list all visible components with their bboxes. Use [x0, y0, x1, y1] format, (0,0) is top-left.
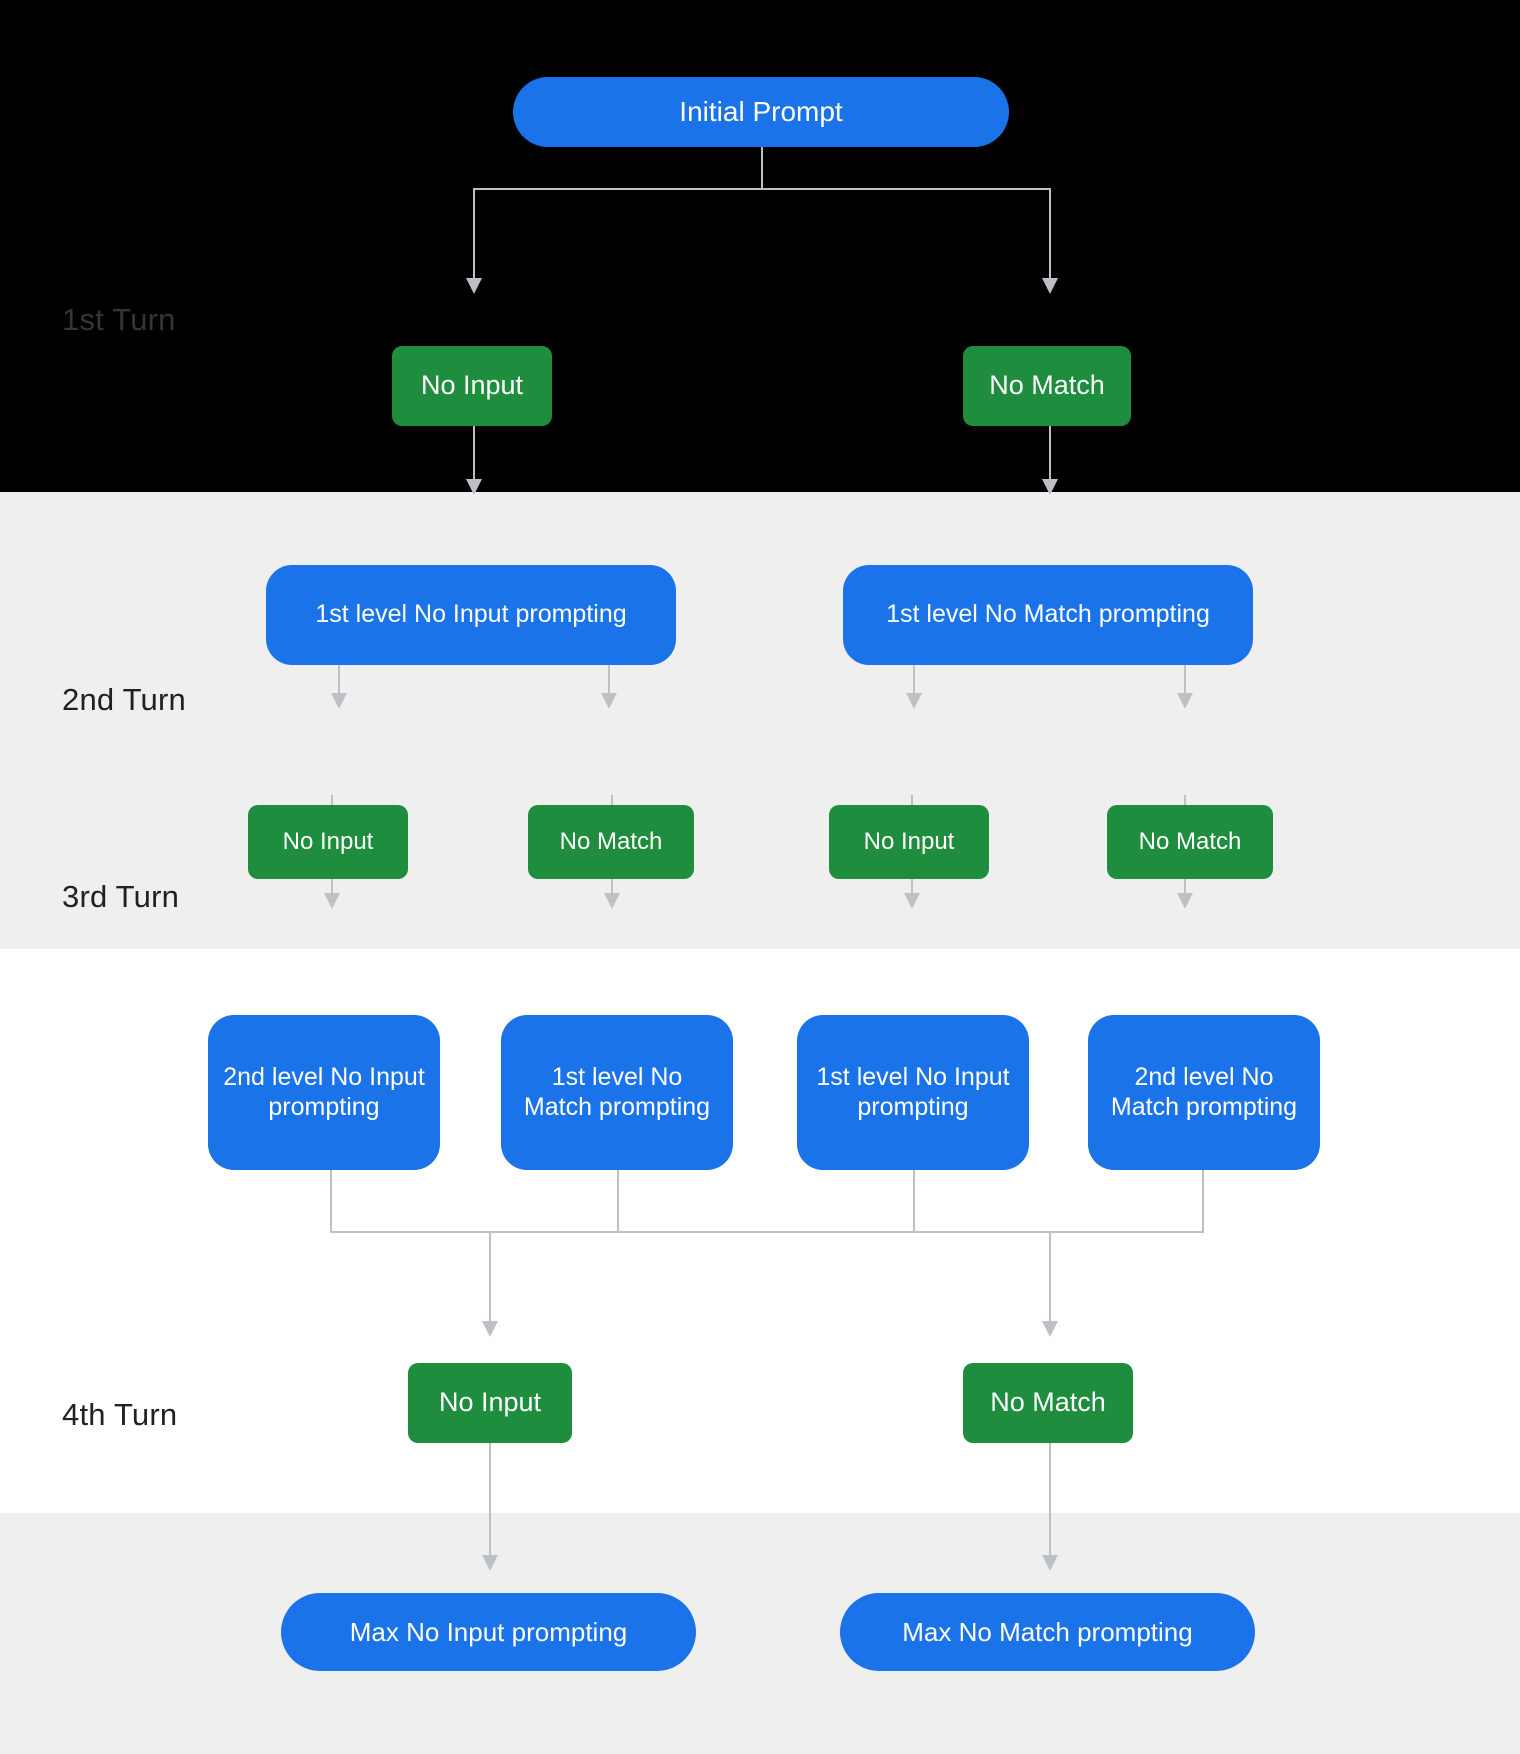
arrowhead-initial-to-noinput [466, 278, 482, 294]
node-turn2-event-no-match-a[interactable]: No Match [528, 805, 694, 879]
node-turn2-prompt-no-input-label: 1st level No Input prompting [315, 600, 627, 629]
node-turn2-event-no-input-a[interactable]: No Input [248, 805, 408, 879]
node-turn2-event-no-input-b[interactable]: No Input [829, 805, 989, 879]
arrowhead-t3noinput-to-max [482, 1555, 498, 1571]
turn-label-3rd: 3rd Turn [62, 879, 180, 914]
arrowhead-p2-to-nomatch [1177, 693, 1193, 709]
node-turn3-event-no-input[interactable]: No Input [408, 1363, 572, 1443]
connector-merge-to-nomatch [1049, 1231, 1051, 1323]
arrowhead-t2nomatchA-to-t3 [604, 893, 620, 909]
node-turn1-no-match-label: No Match [989, 370, 1105, 401]
node-turn4-max-no-input-label: Max No Input prompting [349, 1616, 628, 1647]
arrowhead-initial-to-nomatch [1042, 278, 1058, 294]
node-turn3-prompt-2nd-no-input-label: 2nd level No Input prompting [223, 1063, 425, 1121]
connector-t3noinput-to-max [489, 1437, 491, 1557]
arrowhead-merge-to-noinput [482, 1321, 498, 1337]
node-turn3-event-no-input-label: No Input [438, 1387, 542, 1418]
node-turn3-prompt-1st-no-input[interactable]: 1st level No Input prompting [797, 1015, 1029, 1170]
node-turn1-no-input[interactable]: No Input [392, 346, 552, 426]
turn-label-2nd: 2nd Turn [62, 682, 186, 717]
node-turn2-event-no-input-a-label: No Input [282, 827, 374, 855]
connector-initial-to-nomatch [1049, 188, 1051, 280]
arrowhead-t1nomatch-to-prompt [1042, 479, 1058, 495]
turn-band-4 [0, 1513, 1520, 1754]
turn-band-2 [0, 492, 1520, 949]
node-turn3-prompt-2nd-no-input[interactable]: 2nd level No Input prompting [208, 1015, 440, 1170]
connector-merge-bus [330, 1231, 1204, 1233]
node-initial-prompt-label: Initial Prompt [679, 96, 843, 128]
arrowhead-t2noinputB-to-t3 [904, 893, 920, 909]
node-turn4-max-no-match[interactable]: Max No Match prompting [840, 1593, 1255, 1671]
node-turn3-event-no-match[interactable]: No Match [963, 1363, 1133, 1443]
node-turn2-prompt-no-input[interactable]: 1st level No Input prompting [266, 565, 676, 665]
node-turn3-prompt-1st-no-match-label: 1st level No Match prompting [523, 1063, 711, 1121]
node-turn3-event-no-match-label: No Match [990, 1387, 1106, 1418]
connector-t1nomatch-to-prompt [1049, 381, 1051, 481]
arrowhead-t2noinputA-to-t3 [324, 893, 340, 909]
node-turn1-no-match[interactable]: No Match [963, 346, 1131, 426]
node-turn2-event-no-match-b-label: No Match [1138, 827, 1242, 855]
turn-label-1st: 1st Turn [62, 302, 176, 337]
node-turn3-prompt-1st-no-match[interactable]: 1st level No Match prompting [501, 1015, 733, 1170]
arrowhead-t1noinput-to-prompt [466, 479, 482, 495]
node-turn2-event-no-input-b-label: No Input [863, 827, 955, 855]
connector-initial-bus [473, 188, 1051, 190]
arrowhead-t3nomatch-to-max [1042, 1555, 1058, 1571]
arrowhead-p1-to-nomatch [601, 693, 617, 709]
arrowhead-merge-to-nomatch [1042, 1321, 1058, 1337]
arrowhead-p1-to-noinput [331, 693, 347, 709]
arrowhead-p2-to-noinput [906, 693, 922, 709]
node-turn2-prompt-no-match[interactable]: 1st level No Match prompting [843, 565, 1253, 665]
node-turn4-max-no-input[interactable]: Max No Input prompting [281, 1593, 696, 1671]
node-turn3-prompt-2nd-no-match-label: 2nd level No Match prompting [1110, 1063, 1298, 1121]
arrowhead-t2nomatchB-to-t3 [1177, 893, 1193, 909]
connector-t1noinput-to-prompt [473, 381, 475, 481]
node-turn1-no-input-label: No Input [420, 370, 524, 401]
node-turn3-prompt-2nd-no-match[interactable]: 2nd level No Match prompting [1088, 1015, 1320, 1170]
connector-initial-stem [761, 145, 763, 189]
node-turn3-prompt-1st-no-input-label: 1st level No Input prompting [816, 1063, 1010, 1121]
node-turn2-event-no-match-b[interactable]: No Match [1107, 805, 1273, 879]
node-turn4-max-no-match-label: Max No Match prompting [902, 1616, 1193, 1647]
connector-t3nomatch-to-max [1049, 1437, 1051, 1557]
connector-initial-to-noinput [473, 188, 475, 280]
node-turn2-event-no-match-a-label: No Match [559, 827, 663, 855]
turn-band-1 [0, 0, 1520, 492]
node-initial-prompt[interactable]: Initial Prompt [513, 77, 1009, 147]
node-turn2-prompt-no-match-label: 1st level No Match prompting [886, 600, 1210, 629]
turn-label-4th: 4th Turn [62, 1397, 178, 1432]
connector-merge-to-noinput [489, 1231, 491, 1323]
